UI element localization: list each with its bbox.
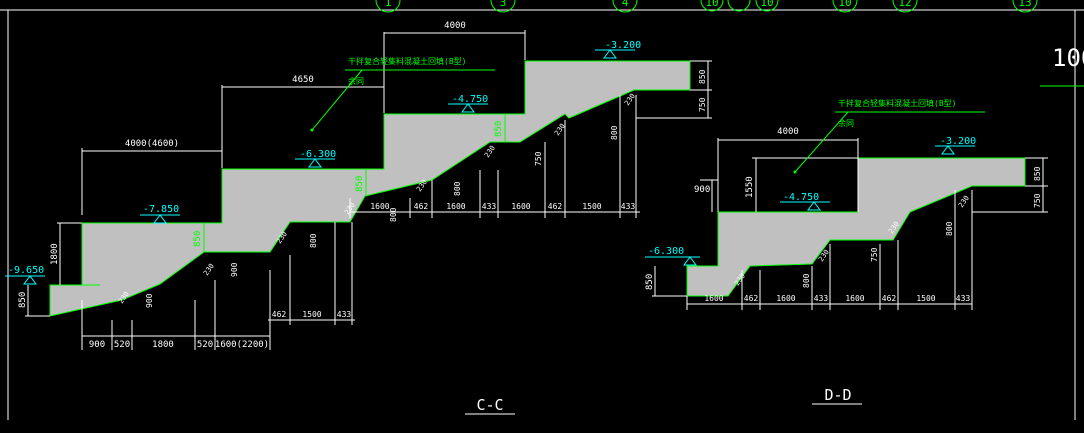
cc-stair-fill [49,60,691,317]
cc-dim-900a: 900 [230,262,239,277]
dd-elev-3200: -3.200 [940,136,976,147]
cc-row3-dim-433: 433 [337,310,352,319]
cc-note-line1: 干拌复合轻集料混凝土回填(B型) [348,56,466,66]
dd-note-line2: 余同 [838,118,854,128]
grid-bubble-3 [490,0,516,13]
cc-row2-dim-433b: 433 [621,202,636,211]
grid-bubble-4 [612,0,638,13]
cc-row2-dim-462b: 462 [548,202,563,211]
grid-label-3: 3 [500,0,507,9]
grid-bubbles [375,0,1038,13]
grid-bubble-blank [727,0,751,12]
cc-note-line2: 余同 [348,76,364,86]
cc-label-230-f: 230 [483,144,497,159]
grid-bubble-10a [700,0,724,12]
grid-label-12: 12 [898,0,911,9]
cc-right-dim-850: 850 [698,69,707,84]
cc-row2-dim-1600c: 1600 [511,202,530,211]
dd-dim-800b: 800 [802,273,811,288]
cc-left-dim-850: 850 [18,292,28,308]
cc-bottom-dim-520a: 520 [114,340,130,350]
grid-label-4: 4 [622,0,629,9]
cc-label-230-h: 230 [623,92,637,107]
dd-dim-800a: 800 [945,221,954,236]
cc-top-dim-3: 4000 [444,21,466,31]
dd-bottom-dim-1500: 1500 [916,294,935,303]
dd-section-title: D-D [824,386,851,404]
grid-label-10c: 10 [838,0,851,9]
cc-section-title: C-C [476,396,503,414]
dd-note-line1: 干拌复合轻集料混凝土回填(B型) [838,98,956,108]
cc-row3-dim-1500: 1500 [302,310,321,319]
dd-left-dim-1550: 1550 [745,176,755,198]
section-cc: 4000(4600) 4650 4000 干拌复合轻集料混凝土回填(B型) 余同… [5,21,712,415]
cc-dim-800b: 800 [453,181,462,196]
cc-row2-dim-1600b: 1600 [446,202,465,211]
cc-elev-9650: -9.650 [8,265,44,276]
cc-bottom-dim-520b: 520 [197,340,213,350]
dd-bottom-dim-433a: 433 [814,294,829,303]
dd-bottom-dim-1600c: 1600 [845,294,864,303]
cc-row2-dim-1600a: 1600 [370,202,389,211]
cc-dim-750b: 750 [534,151,543,166]
grid-bubble-10c [832,0,858,13]
dd-top-dim: 4000 [777,127,799,137]
cc-elev-4750: -4.750 [452,94,488,105]
cc-top-dim-2: 4650 [292,75,314,85]
cc-row2-dim-462a: 462 [414,202,429,211]
cc-row2-dim-433a: 433 [482,202,497,211]
dd-label-230-d: 230 [957,194,971,209]
grid-label-10a: 10 [705,0,718,9]
cc-top-dim-1: 4000(4600) [125,139,179,149]
cc-riser-850-3: 850 [494,121,504,137]
cc-elev-7850: -7.850 [143,204,179,215]
dd-right-dim-750: 750 [1033,193,1042,208]
grid-bubble-1 [375,0,401,13]
dd-bottom-dim-462a: 462 [744,294,759,303]
dd-right-dim-850: 850 [1033,166,1042,181]
cc-dim-900b: 900 [145,293,154,308]
cc-row3-dim-462: 462 [272,310,287,319]
dd-left-dim-900: 900 [694,185,710,195]
cc-riser-850-2: 850 [355,176,365,192]
dd-dim-750b: 750 [870,247,879,262]
dd-bottom-dim-1600b: 1600 [776,294,795,303]
dd-elev-4750: -4.750 [783,192,819,203]
corner-text: 100 [1052,44,1084,72]
dd-bottom-dim-1600a: 1600 [704,294,723,303]
cc-label-230-b: 230 [202,262,216,277]
grid-bubble-10b [755,0,779,12]
cc-dim-800d: 800 [389,207,398,222]
cc-bottom-dim-1600: 1600(2200) [215,340,269,350]
grid-label-1: 1 [385,0,392,9]
grid-label-13: 13 [1018,0,1031,9]
dd-bottom-dim-433b: 433 [956,294,971,303]
cc-dim-800a: 800 [610,125,619,140]
cc-bottom-dim-1800: 1800 [152,340,174,350]
dd-elev-6300: -6.300 [648,246,684,257]
cc-riser-850-1: 850 [193,231,203,247]
cc-bottom-dim-900: 900 [89,340,105,350]
cc-left-dim-1800: 1800 [50,243,60,265]
grid-bubble-12 [892,0,918,13]
cc-elev-6300: -6.300 [300,149,336,160]
dd-left-dim-850: 850 [645,274,655,290]
grid-bubble-13 [1012,0,1038,13]
cc-elev-3200: -3.200 [605,40,641,51]
section-dd: 4000 干拌复合轻集料混凝土回填(B型) 余同 -6.300 -4.750 -… [645,98,1048,405]
cc-row2-dim-1500: 1500 [582,202,601,211]
cc-dim-800c: 800 [309,233,318,248]
cc-right-dim-750: 750 [698,97,707,112]
grid-label-10b: 10 [760,0,773,9]
dd-bottom-dim-462b: 462 [882,294,897,303]
dd-stair-fill [686,157,1026,297]
